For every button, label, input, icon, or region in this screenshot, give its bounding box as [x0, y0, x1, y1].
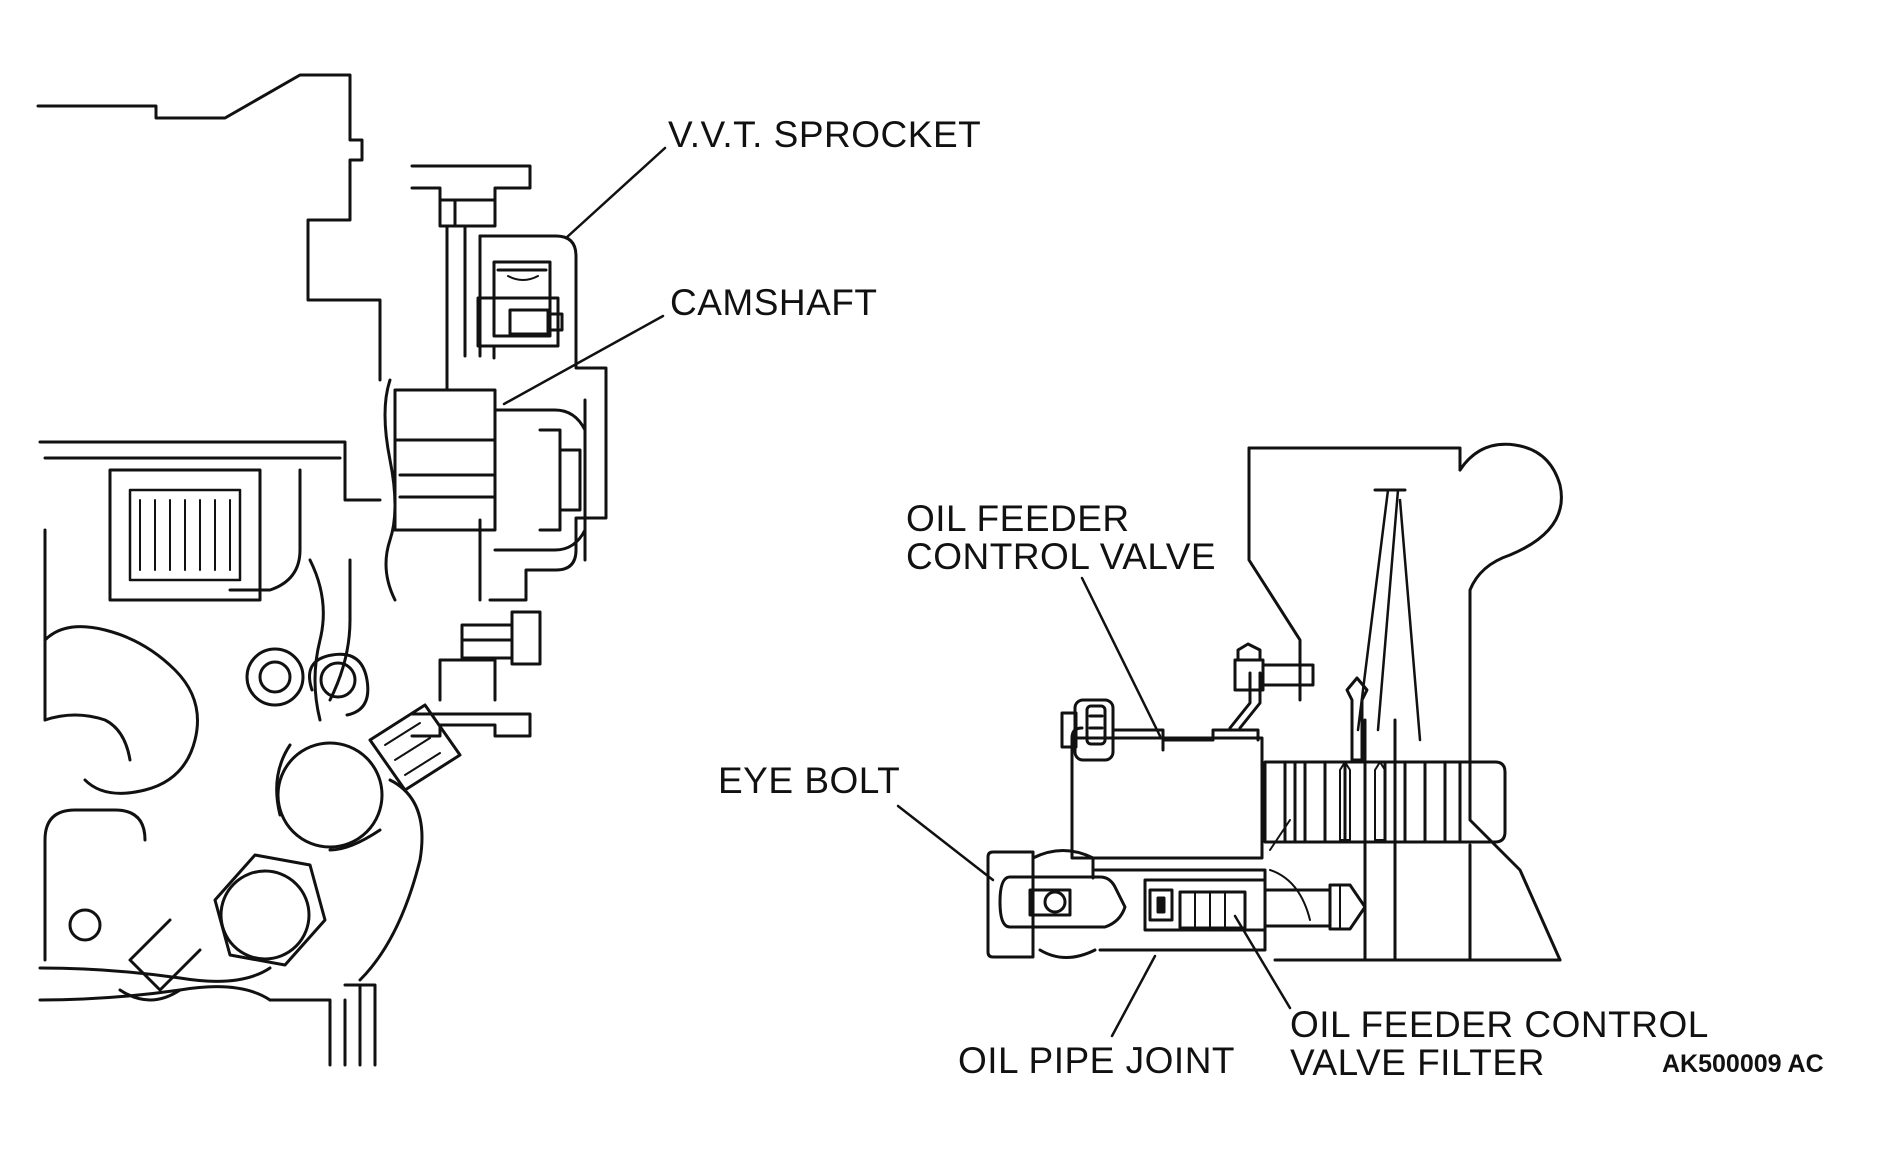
label-valve-filter-line2: VALVE FILTER: [1290, 1042, 1545, 1083]
oil-feeder-control-valve-body: [1060, 642, 1315, 860]
leader-oil-pipe-joint: [1110, 954, 1157, 1038]
label-valve-filter-line1: OIL FEEDER CONTROL: [1290, 1004, 1709, 1045]
label-oil-feeder-control-valve-line2: CONTROL VALVE: [906, 536, 1217, 577]
label-oil-feeder-control-valve-line1: OIL FEEDER: [906, 498, 1130, 539]
engine-head-outline: [36, 73, 424, 1067]
leader-vvt-sprocket: [564, 146, 667, 240]
leader-camshaft: [502, 314, 665, 406]
right-shaft: [1263, 760, 1507, 921]
left-control-valve: [118, 652, 462, 1002]
camshaft-body: [383, 378, 587, 602]
label-camshaft: CAMSHAFT: [670, 282, 878, 323]
leader-oil-feeder-control-valve: [1080, 576, 1162, 738]
label-oil-feeder-control-valve-filter: OIL FEEDER CONTROL VALVE FILTER: [1290, 1006, 1709, 1082]
eye-bolt-and-joint: [986, 849, 1367, 959]
label-vvt-sprocket: V.V.T. SPROCKET: [668, 114, 982, 155]
label-eye-bolt: EYE BOLT: [718, 760, 901, 801]
label-oil-pipe-joint: OIL PIPE JOINT: [958, 1040, 1236, 1081]
figure-code: AK500009 AC: [1662, 1050, 1824, 1078]
right-block-outline: [1247, 442, 1563, 962]
leader-eye-bolt: [896, 804, 995, 882]
leader-lines: [502, 146, 1292, 1038]
label-oil-feeder-control-valve: OIL FEEDER CONTROL VALVE: [906, 500, 1216, 576]
leader-valve-filter: [1233, 914, 1292, 1010]
